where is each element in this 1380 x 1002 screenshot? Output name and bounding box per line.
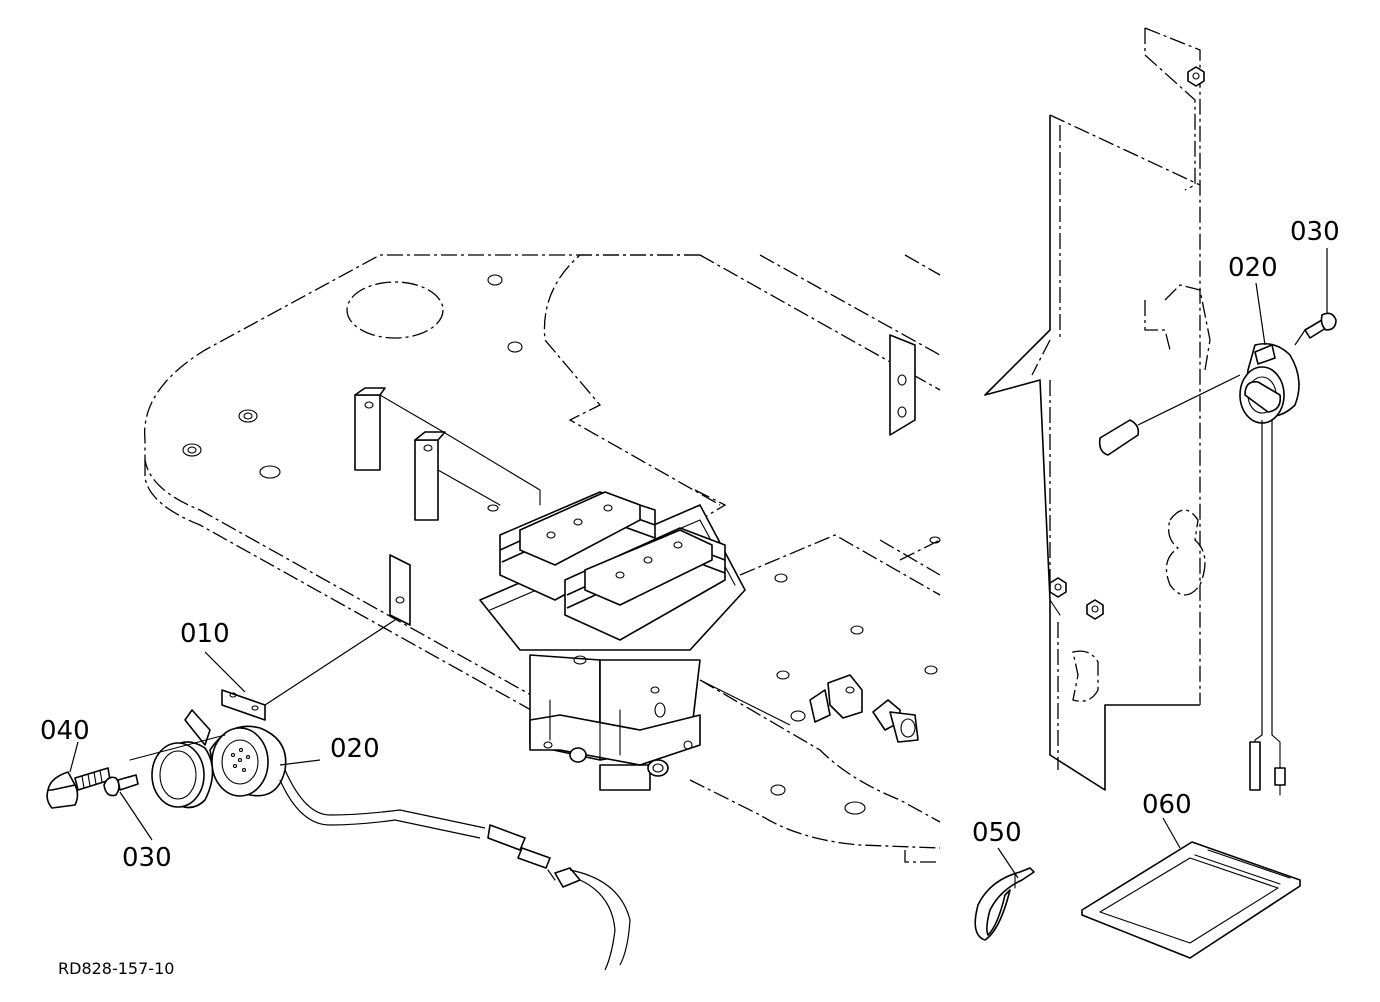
pressure-switch-fitting — [699, 674, 919, 743]
screw-030-left — [103, 774, 139, 797]
drawing-code: RD828-157-10 — [58, 959, 174, 978]
control-valve-assembly — [479, 491, 746, 791]
bolt-040 — [46, 767, 111, 809]
cable-tie-050 — [974, 867, 1035, 941]
callout-020-right: 020 — [1228, 253, 1278, 283]
callout-leaders — [69, 248, 1328, 879]
callout-030-right: 030 — [1290, 217, 1340, 247]
callout-040: 040 — [40, 716, 90, 746]
floor-plate — [144, 254, 941, 863]
screw-030-right — [1294, 312, 1337, 346]
callout-060: 060 — [1142, 790, 1192, 820]
callout-020-left: 020 — [330, 734, 380, 764]
callout-050: 050 — [972, 818, 1022, 848]
horn-020-left — [129, 709, 631, 971]
side-panel — [984, 27, 1241, 791]
manual-060 — [1081, 841, 1301, 959]
horn-020-right — [1239, 342, 1300, 796]
horn-bracket-010 — [221, 619, 396, 721]
callout-030-left: 030 — [122, 843, 172, 873]
callout-010: 010 — [180, 619, 230, 649]
